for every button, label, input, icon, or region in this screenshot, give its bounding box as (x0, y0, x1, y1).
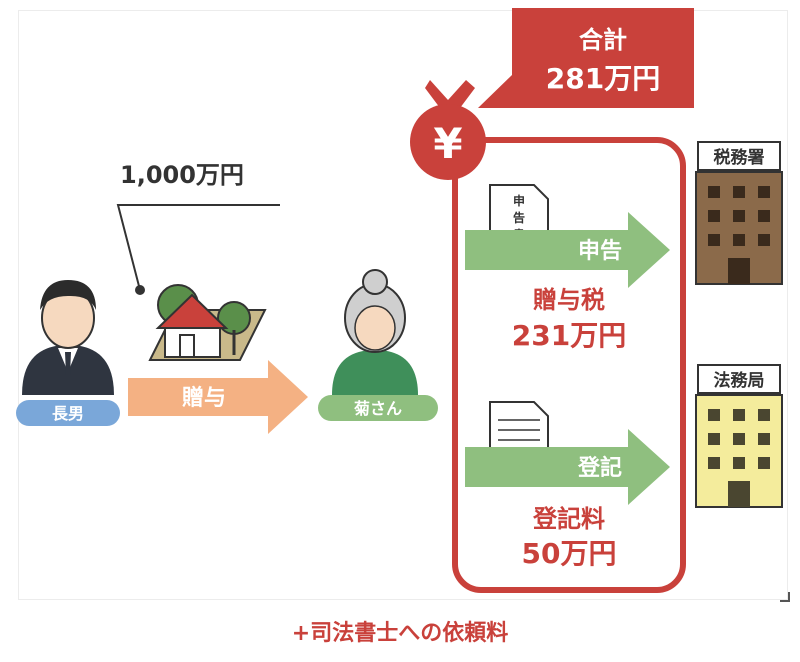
kiku-label-bubble (318, 395, 438, 421)
legal-bureau-building-icon: 法務局 (695, 364, 783, 508)
money-bag-icon: ¥ (410, 80, 486, 180)
callout-line (116, 204, 280, 291)
registration-fee-amount: 50万円 (522, 537, 617, 570)
gift-tax-amount: 231万円 (512, 319, 626, 352)
doc-char-2: 告 (513, 210, 525, 225)
son-label: 長男 (52, 404, 84, 423)
resize-corner-icon (780, 592, 790, 602)
footnote: +司法書士への依頼料 (292, 620, 508, 646)
legal-bureau-label: 法務局 (714, 370, 765, 391)
diagram-frame (18, 10, 788, 600)
total-amount: 281万円 (546, 62, 660, 95)
register-arrow-label: 登記 (577, 455, 622, 481)
gift-amount: 1,000万円 (120, 161, 244, 189)
gift-tax-label: 贈与税 (533, 286, 605, 314)
declare-arrow-label: 申告 (578, 239, 622, 264)
house-icon (148, 284, 267, 361)
cost-panel (452, 137, 686, 593)
gift-arrow-label: 贈与 (182, 385, 226, 411)
yen-symbol: ¥ (433, 119, 462, 168)
registration-fee-label: 登記料 (532, 505, 605, 533)
kiku-label: 菊さん (354, 399, 402, 418)
gift-arrow: 贈与 (128, 360, 308, 434)
total-label: 合計 (579, 26, 627, 54)
register-arrow: 登記 (465, 429, 670, 505)
son-label-bubble (16, 400, 120, 426)
total-box: 合計 281万円 (478, 8, 694, 108)
son-avatar (22, 280, 114, 395)
doc-char-1: 申 (513, 193, 525, 208)
declare-arrow: 申告 (465, 212, 670, 288)
callout-dot (135, 285, 145, 295)
tax-office-label: 税務署 (714, 147, 765, 168)
kiku-avatar (332, 269, 418, 395)
tax-office-building-icon: 税務署 (695, 141, 783, 285)
